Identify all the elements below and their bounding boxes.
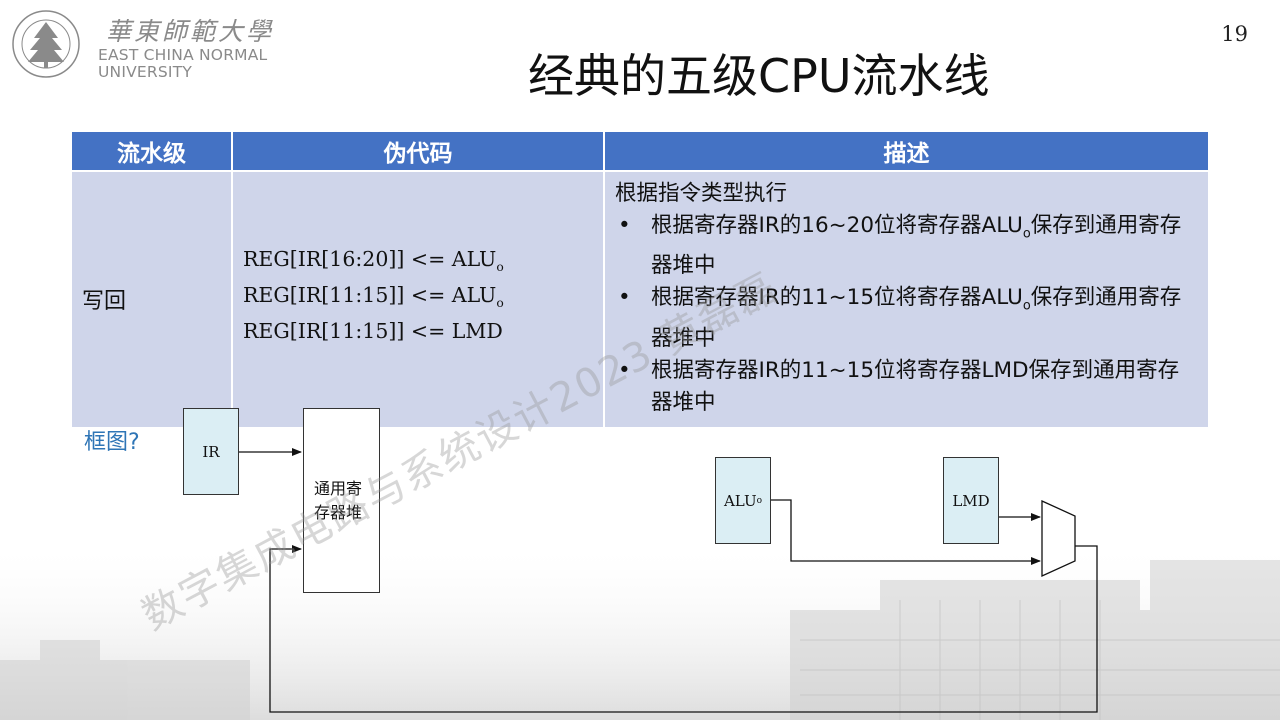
logo-english-name-line1: EAST CHINA NORMAL — [98, 46, 268, 64]
description-text: 保存到通用寄存器堆中 — [651, 285, 1182, 351]
pseudocode-line: REG[IR[11:15]] <= ALUo — [243, 281, 603, 317]
ir-register-block: IR — [183, 408, 239, 495]
table-header-row: 流水级 伪代码 描述 — [72, 132, 1208, 171]
alu-block-subscript: o — [756, 495, 763, 506]
pseudocode-text: REG[IR[11:15]] <= ALU — [243, 283, 497, 308]
description-text: 根据寄存器IR的11~15位将寄存器ALU — [651, 285, 1023, 311]
table-header-stage: 流水级 — [72, 132, 233, 171]
stage-cell: 写回 — [72, 170, 233, 427]
lmd-register-block: LMD — [943, 457, 999, 544]
university-logo: 華東師範大學 EAST CHINA NORMAL UNIVERSITY — [10, 8, 300, 81]
list-item: 根据寄存器IR的11~15位将寄存器ALUo保存到通用寄存器堆中 — [615, 282, 1200, 354]
page-number: 19 — [1221, 22, 1248, 46]
register-file-block: 通用寄存器堆 — [303, 408, 380, 593]
description-list: 根据寄存器IR的16~20位将寄存器ALUo保存到通用寄存器堆中 根据寄存器IR… — [615, 210, 1200, 427]
description-text: 根据寄存器IR的16~20位将寄存器ALU — [651, 213, 1023, 238]
pseudocode-text: REG[IR[16:20]] <= ALU — [243, 247, 497, 272]
slide-title: 经典的五级CPU流水线 — [528, 49, 990, 103]
writeback-mux-icon — [1041, 499, 1076, 578]
logo-english-name-line2: UNIVERSITY — [98, 63, 193, 81]
table-header-description: 描述 — [604, 132, 1208, 171]
pseudocode-subscript: o — [496, 296, 504, 311]
pseudocode-line: REG[IR[11:15]] <= LMD — [243, 317, 603, 353]
description-text: 根据寄存器IR的11~15位将寄存器LMD保存到通用寄存器堆中 — [651, 357, 1180, 415]
table-header-pseudocode: 伪代码 — [232, 132, 605, 171]
pipeline-stage-table: 流水级 伪代码 描述 写回 REG[IR[16:20]] <= ALUo REG… — [72, 132, 1208, 427]
university-seal-icon — [12, 10, 80, 78]
description-text: 保存到通用寄存器堆中 — [651, 213, 1182, 279]
logo-chinese-name: 華東師範大學 — [106, 17, 275, 46]
description-subscript: o — [1022, 298, 1031, 314]
pseudocode-text: REG[IR[11:15]] <= LMD — [243, 319, 503, 344]
wire-mux-to-regfile — [269, 545, 1098, 713]
description-subscript: o — [1022, 226, 1031, 242]
pseudocode-line: REG[IR[16:20]] <= ALUo — [243, 245, 603, 281]
pseudocode-cell: REG[IR[16:20]] <= ALUo REG[IR[11:15]] <=… — [232, 170, 605, 427]
description-cell: 根据指令类型执行 根据寄存器IR的16~20位将寄存器ALUo保存到通用寄存器堆… — [604, 170, 1208, 427]
list-item: 根据寄存器IR的11~15位将寄存器LMD保存到通用寄存器堆中 — [615, 355, 1200, 427]
description-intro: 根据指令类型执行 — [615, 181, 788, 206]
list-item: 根据寄存器IR的16~20位将寄存器ALUo保存到通用寄存器堆中 — [615, 210, 1200, 282]
pseudocode-subscript: o — [496, 260, 504, 275]
table-row: 写回 REG[IR[16:20]] <= ALUo REG[IR[11:15]]… — [72, 170, 1208, 427]
wire-alu-to-mux — [771, 499, 1041, 565]
block-diagram-label: 框图? — [84, 430, 140, 455]
alu-block-text: ALU — [723, 491, 757, 510]
